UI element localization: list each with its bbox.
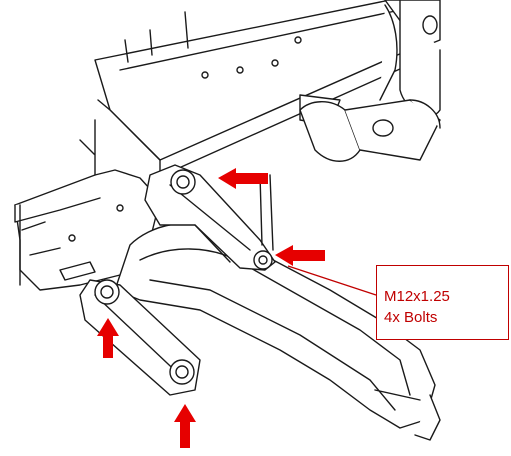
- bolt-shackle-upper: [94, 279, 120, 305]
- shackle-plate: [79, 279, 201, 396]
- bolt-shackle-lower: [169, 359, 195, 385]
- bolts: [94, 169, 273, 385]
- bolt-spec-callout: M12x1.25 4x Bolts: [376, 265, 509, 340]
- bolt-arrow-icon: [174, 404, 196, 448]
- bolt-spring-eye: [253, 250, 273, 270]
- callout-leader-line: [287, 265, 377, 296]
- upper-right-bracket: [299, 0, 441, 162]
- bolt-arrow-icon: [275, 245, 325, 266]
- bolt-upper-hanger: [170, 169, 196, 195]
- bolt-thread-size: M12x1.25: [384, 288, 450, 305]
- bolt-arrow-icon: [97, 318, 119, 358]
- bolt-count: 4x Bolts: [384, 309, 438, 326]
- bolt-arrow-icon: [218, 168, 268, 189]
